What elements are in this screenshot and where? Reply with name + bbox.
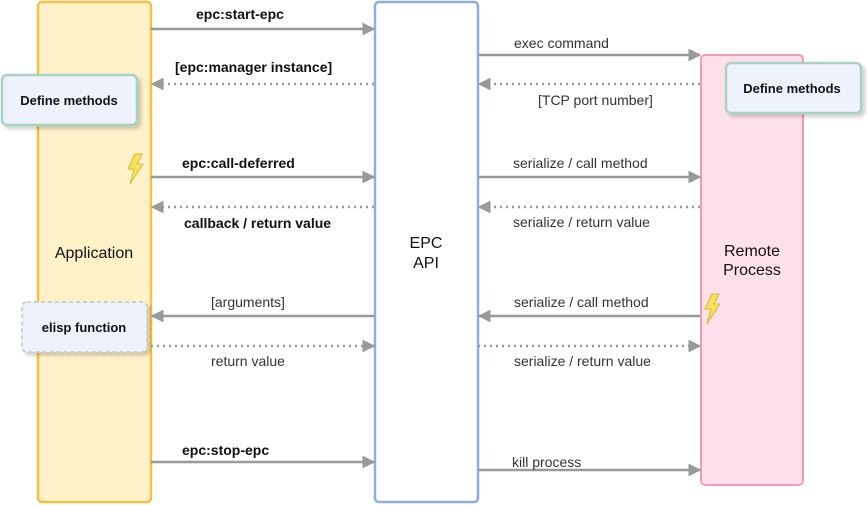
lightning-icon [127, 153, 144, 185]
msg-stop-epc: epc:stop-epc [182, 442, 269, 458]
msg-call-deferred: epc:call-deferred [182, 155, 295, 171]
msg-manager-instance: [epc:manager instance] [175, 59, 332, 75]
note-remote-define-methods-text: Define methods [743, 81, 841, 96]
note-elisp-function-text: elisp function [42, 320, 127, 335]
msg-kill-process: kill process [512, 454, 581, 470]
remote-process-lifeline [700, 54, 804, 486]
msg-tcp-port: [TCP port number] [538, 92, 653, 108]
msg-serialize-return-2: serialize / return value [514, 353, 651, 369]
application-lifeline [36, 0, 153, 504]
epc-api-lifeline [373, 0, 480, 504]
remote-process-label-line2: Process [723, 262, 781, 279]
msg-exec-command: exec command [514, 35, 609, 51]
remote-process-label-line1: Remote [724, 243, 780, 260]
msg-start-epc: epc:start-epc [196, 6, 284, 22]
note-remote-define-methods: Define methods [724, 61, 863, 115]
msg-return-value: return value [211, 353, 285, 369]
msg-serialize-call-1: serialize / call method [513, 155, 648, 171]
msg-arguments: [arguments] [211, 294, 285, 310]
epc-api-label-line2: API [413, 255, 439, 272]
note-app-define-methods-text: Define methods [20, 93, 118, 108]
msg-callback-return: callback / return value [184, 215, 331, 231]
msg-serialize-call-2: serialize / call method [514, 294, 649, 310]
application-label: Application [55, 245, 133, 262]
note-elisp-function: elisp function [21, 301, 148, 353]
note-app-define-methods: Define methods [0, 73, 139, 127]
lightning-icon [704, 293, 721, 325]
epc-api-label-line1: EPC [410, 235, 443, 252]
msg-serialize-return-1: serialize / return value [513, 214, 650, 230]
